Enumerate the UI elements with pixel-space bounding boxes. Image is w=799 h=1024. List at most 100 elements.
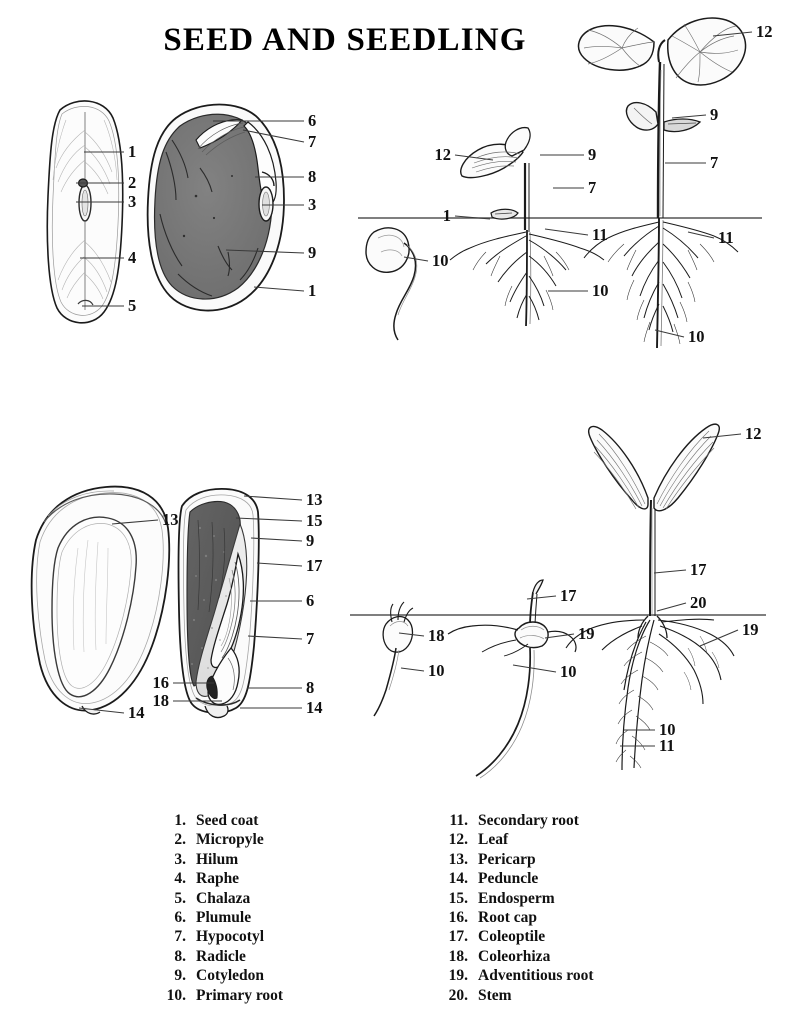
- callout-number: 5: [128, 295, 137, 315]
- legend-item: 4. Raphe: [150, 870, 283, 889]
- legend-item-label: Cotyledon: [196, 967, 265, 985]
- callout-number: 10: [428, 660, 445, 680]
- callout-number: 1: [308, 280, 317, 300]
- callout-number: 14: [128, 702, 145, 722]
- callout-number: 17: [560, 585, 577, 605]
- legend-item-label: Root cap: [478, 908, 537, 926]
- legend-item-number: 2.: [174, 831, 186, 849]
- legend-item: 16. Root cap: [432, 909, 594, 928]
- legend-item-label: Endosperm: [478, 889, 555, 907]
- callout-number: 11: [659, 735, 675, 755]
- legend-item: 3.Hilum: [150, 851, 283, 870]
- legend-item-number: 1.: [174, 812, 186, 829]
- callout-number: 8: [308, 166, 317, 186]
- callout-leader-line: [712, 31, 753, 37]
- callout-number: 18: [152, 690, 170, 710]
- callout-number: 7: [710, 152, 719, 172]
- legend-item-number: 4.: [174, 870, 186, 888]
- callout-leader-line: [78, 707, 125, 714]
- legend-item: 17.Coleoptile: [432, 928, 594, 947]
- legend-item: 9.Cotyledon: [150, 967, 283, 986]
- callout-number: 10: [659, 719, 676, 739]
- callout-number: 13: [306, 489, 323, 509]
- callout-number: 3: [128, 191, 137, 211]
- callout-leader-line: [403, 256, 429, 262]
- legend-item-label: Raphe: [196, 870, 240, 888]
- legend-item-number: 20.: [448, 986, 468, 1004]
- callout-leader-line: [454, 215, 491, 220]
- legend-item: 6.Plumule: [150, 909, 283, 928]
- callout-number: 9: [306, 530, 315, 550]
- callout-number: 7: [306, 628, 315, 648]
- legend-item: 5.Chalaza: [150, 890, 283, 909]
- legend-item-number: 15.: [448, 889, 468, 907]
- callout-number: 10: [592, 280, 609, 300]
- callout-leader-line: [671, 114, 707, 119]
- legend-item-label: Radicle: [196, 947, 246, 965]
- legend-item-number: 14.: [448, 870, 468, 888]
- callout-number: 12: [756, 21, 773, 41]
- legend-item-number: 11.: [449, 812, 468, 829]
- legend-item-number: 19.: [448, 967, 468, 985]
- legend-item: 10.Primary root: [150, 987, 283, 1006]
- callout-leader-line: [400, 667, 425, 672]
- callout-leader-line: [687, 231, 715, 239]
- callout-number: 12: [745, 423, 762, 443]
- callout-number: 3: [308, 194, 317, 214]
- legend-item-label: Micropyle: [196, 831, 264, 849]
- callout-number: 13: [162, 509, 179, 529]
- legend-item: 15. Endosperm: [432, 890, 594, 909]
- callout-number: 2: [128, 172, 137, 192]
- callout-leader-line: [111, 519, 159, 525]
- callout-number: 16: [152, 672, 170, 692]
- callout-leader-line: [235, 517, 303, 522]
- callout-leader-line: [250, 537, 303, 542]
- callout-leader-line: [247, 635, 303, 640]
- callout-number: 17: [690, 559, 707, 579]
- legend-item-label: Seed coat: [196, 812, 259, 829]
- legend-item: 20. Stem: [432, 987, 594, 1006]
- legend-item: 11.Secondary root: [432, 812, 594, 831]
- callout-number: 6: [306, 590, 315, 610]
- legend-item-label: Leaf: [478, 831, 509, 849]
- legend-item-number: 16.: [448, 908, 468, 926]
- callout-leader-line: [243, 495, 303, 501]
- callout-leader-line: [512, 664, 557, 673]
- legend-item-label: Pericarp: [478, 850, 536, 868]
- corn-germination: [350, 423, 766, 779]
- callout-number: 11: [718, 227, 734, 247]
- callout-leader-lines: [76, 31, 753, 747]
- legend-item-number: 6.: [174, 908, 186, 926]
- legend-item-label: Coleorhiza: [478, 947, 551, 965]
- corn-grain-external: [30, 485, 171, 715]
- legend-item: 18. Coleorhiza: [432, 948, 594, 967]
- callout-leader-line: [544, 633, 575, 639]
- callout-leader-line: [654, 329, 685, 338]
- legend-item-label: Stem: [478, 986, 512, 1004]
- legend-item: 1. Seed coat: [150, 812, 283, 831]
- legend-item-number: 3.: [174, 850, 186, 868]
- legend-item-number: 18.: [448, 947, 468, 965]
- corn-grain-section: [177, 488, 260, 719]
- callout-number: 11: [592, 224, 608, 244]
- legend-item: 13.Pericarp: [432, 851, 594, 870]
- legend-item: 12. Leaf: [432, 831, 594, 850]
- callout-number: 10: [688, 326, 705, 346]
- callout-leader-line: [544, 228, 589, 236]
- callout-leader-line: [653, 569, 687, 574]
- callout-leader-line: [454, 154, 494, 161]
- legend-item-number: 12.: [448, 831, 468, 849]
- callout-leader-line: [242, 129, 305, 143]
- legend-item: 14.Peduncle: [432, 870, 594, 889]
- callout-number: 15: [306, 510, 323, 530]
- legend-item-number: 10.: [166, 986, 186, 1004]
- legend-item-number: 5.: [174, 889, 186, 907]
- bean-seed-section: [146, 103, 285, 312]
- callout-number: 8: [306, 677, 315, 697]
- legend-item: 19.Adventitious root: [432, 967, 594, 986]
- callout-number: 4: [128, 247, 137, 267]
- callout-number: 9: [710, 104, 719, 124]
